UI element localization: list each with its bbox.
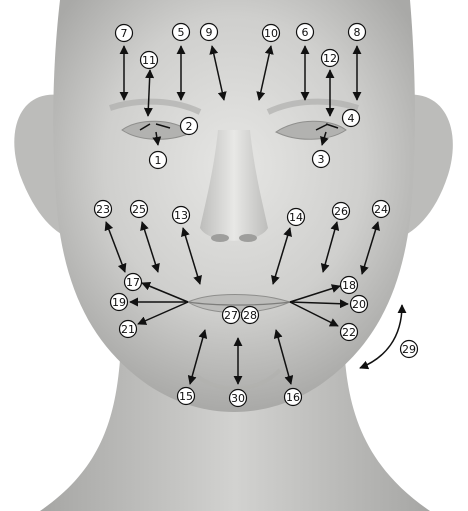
marker-13: 13	[173, 207, 190, 224]
marker-1: 1	[150, 152, 167, 169]
marker-label: 10	[264, 27, 278, 40]
marker-12: 12	[322, 50, 339, 67]
marker-8: 8	[349, 24, 366, 41]
marker-label: 30	[231, 392, 245, 405]
marker-label: 14	[289, 211, 303, 224]
marker-24: 24	[373, 201, 390, 218]
right-nostril	[239, 234, 257, 242]
marker-label: 22	[342, 326, 356, 339]
marker-label: 8	[354, 26, 361, 39]
marker-label: 16	[286, 391, 300, 404]
marker-27: 27	[223, 307, 240, 324]
marker-23: 23	[95, 201, 112, 218]
marker-label: 5	[178, 26, 185, 39]
marker-30: 30	[230, 390, 247, 407]
marker-label: 27	[224, 309, 238, 322]
marker-label: 13	[174, 209, 188, 222]
marker-10: 10	[263, 25, 280, 42]
marker-4: 4	[343, 110, 360, 127]
marker-19: 19	[111, 294, 128, 311]
marker-label: 18	[342, 279, 356, 292]
marker-6: 6	[297, 24, 314, 41]
marker-15: 15	[178, 388, 195, 405]
marker-2: 2	[181, 118, 198, 135]
marker-21: 21	[120, 321, 137, 338]
marker-label: 23	[96, 203, 110, 216]
marker-label: 25	[132, 203, 146, 216]
marker-14: 14	[288, 209, 305, 226]
marker-11: 11	[141, 52, 158, 69]
marker-label: 26	[334, 205, 348, 218]
marker-label: 21	[121, 323, 135, 336]
marker-22: 22	[341, 324, 358, 341]
marker-label: 12	[323, 52, 337, 65]
marker-label: 2	[186, 120, 193, 133]
marker-label: 24	[374, 203, 388, 216]
marker-16: 16	[285, 389, 302, 406]
marker-label: 11	[142, 54, 156, 67]
marker-7: 7	[116, 25, 133, 42]
marker-label: 15	[179, 390, 193, 403]
marker-3: 3	[313, 151, 330, 168]
marker-label: 9	[206, 26, 213, 39]
marker-label: 19	[112, 296, 126, 309]
marker-label: 6	[302, 26, 309, 39]
marker-5: 5	[173, 24, 190, 41]
marker-label: 7	[121, 27, 128, 40]
marker-29: 29	[401, 341, 418, 358]
left-nostril	[211, 234, 229, 242]
marker-20: 20	[351, 296, 368, 313]
marker-label: 3	[318, 153, 325, 166]
marker-label: 20	[352, 298, 366, 311]
marker-28: 28	[242, 307, 259, 324]
marker-17: 17	[125, 274, 142, 291]
marker-label: 29	[402, 343, 416, 356]
marker-label: 28	[243, 309, 257, 322]
marker-18: 18	[341, 277, 358, 294]
marker-label: 4	[348, 112, 355, 125]
marker-25: 25	[131, 201, 148, 218]
marker-26: 26	[333, 203, 350, 220]
marker-label: 17	[126, 276, 140, 289]
marker-9: 9	[201, 24, 218, 41]
marker-label: 1	[155, 154, 162, 167]
